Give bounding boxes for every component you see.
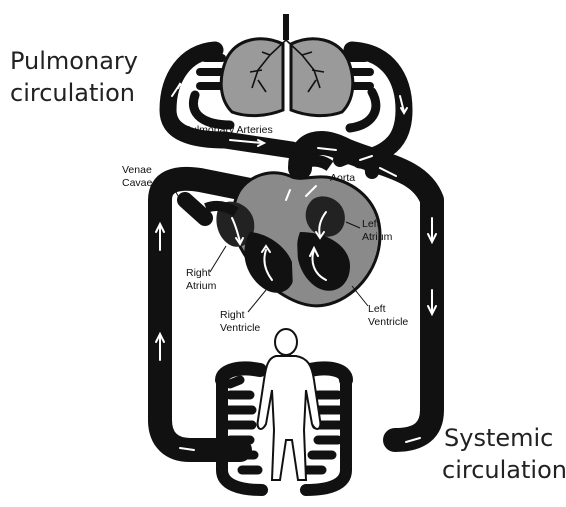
label-left-atrium-1: Left	[362, 218, 380, 230]
label-left-ventricle-2: Ventricle	[368, 316, 408, 328]
lungs	[221, 14, 353, 116]
label-cavae: Cavae	[122, 177, 153, 189]
septum	[292, 186, 296, 290]
label-venae: Venae	[122, 164, 152, 176]
aorta-stub	[298, 161, 330, 178]
pulmonary-inner-right	[350, 92, 376, 128]
left-lung	[221, 39, 283, 116]
label-right-atrium-2: Atrium	[186, 280, 217, 292]
label-right-ventricle-2: Ventricle	[220, 322, 260, 334]
systemic-title-line1: Systemic	[444, 423, 553, 453]
pulmonary-title-line2: circulation	[10, 78, 135, 108]
systemic-title-line2: circulation	[442, 455, 566, 485]
right-lung	[291, 39, 353, 116]
label-pulmonary-arteries: Pulmonary Arteries	[184, 124, 273, 136]
vena-cava-entry	[206, 206, 236, 212]
figure-body	[258, 356, 321, 480]
pulmonary-title-line1: Pulmonary	[10, 46, 138, 76]
label-aorta: Aorta	[330, 172, 355, 184]
venae-cavae-inner	[185, 200, 205, 218]
label-left-ventricle-1: Left	[368, 303, 386, 315]
label-right-ventricle-1: Right	[220, 309, 245, 321]
label-left-atrium-2: Atrium	[362, 231, 393, 243]
figure-head	[275, 329, 297, 355]
label-right-atrium-1: Right	[186, 267, 211, 279]
